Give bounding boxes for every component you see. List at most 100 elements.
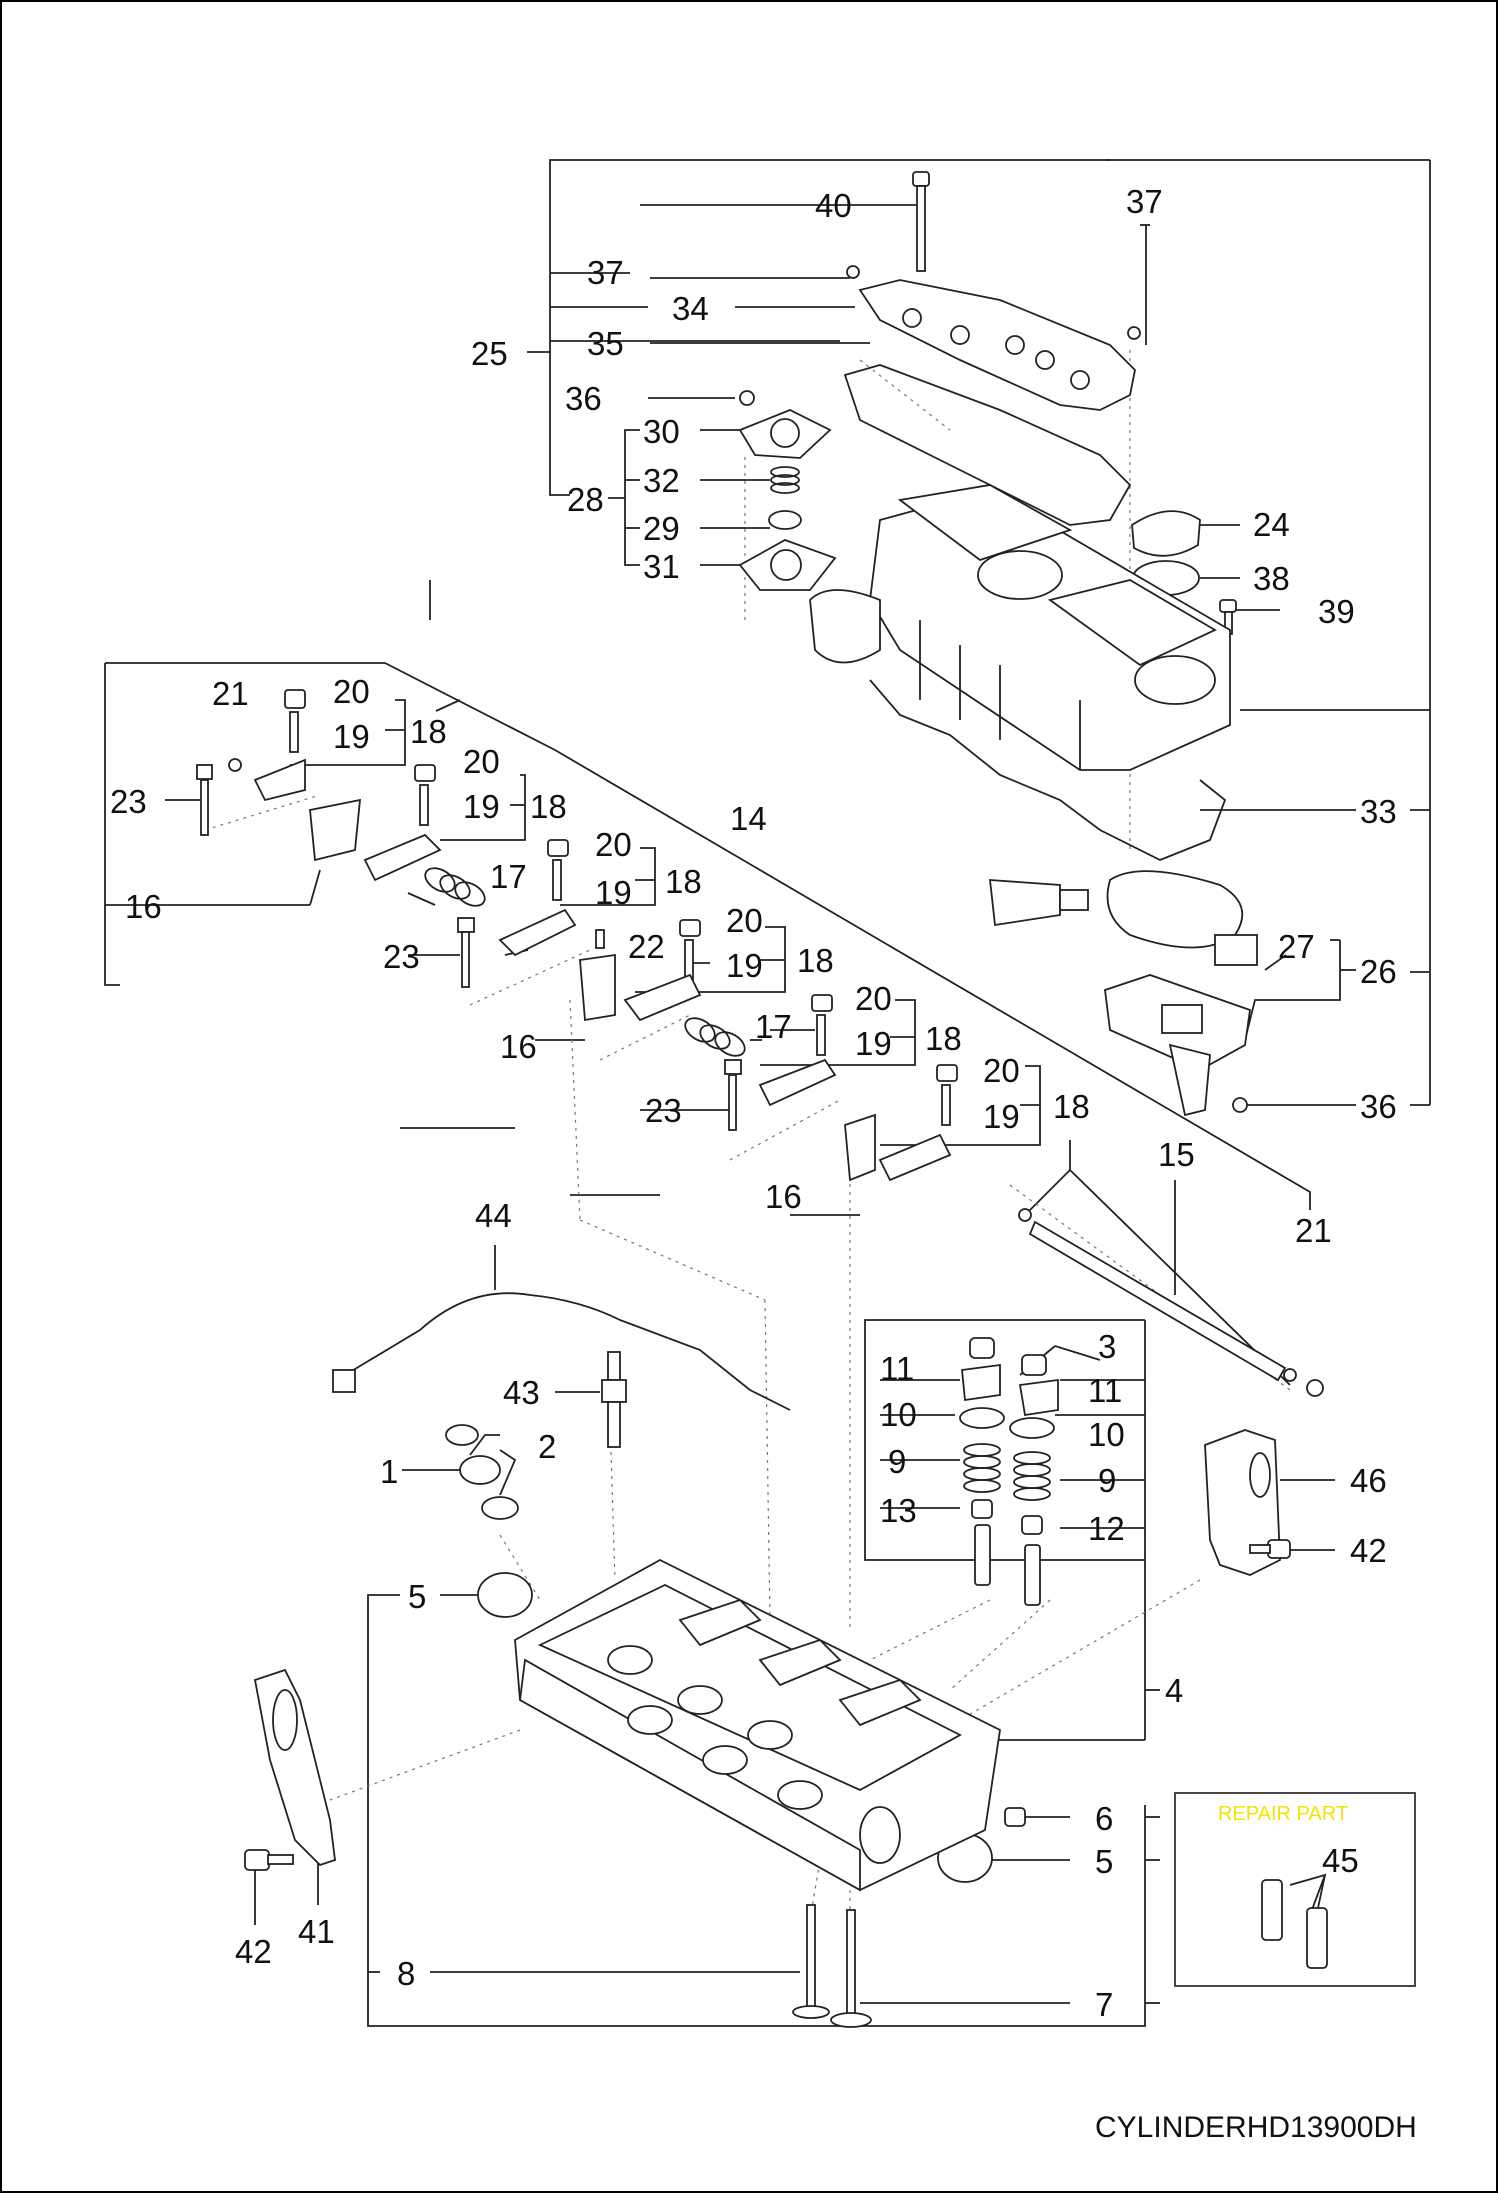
valves bbox=[792, 1904, 872, 2028]
callout-42a: 42 bbox=[1350, 1532, 1387, 1569]
callout-19a: 19 bbox=[333, 718, 370, 755]
valve-guide-45a bbox=[1261, 1879, 1283, 1941]
sealant-tube bbox=[988, 879, 1061, 927]
callout-43: 43 bbox=[503, 1374, 540, 1411]
breather-tube bbox=[1168, 1043, 1211, 1117]
callout-19d: 19 bbox=[726, 947, 763, 984]
sealant-cap bbox=[1059, 889, 1089, 911]
callout-8: 8 bbox=[397, 1955, 415, 1992]
filter-27 bbox=[1214, 934, 1258, 966]
bracket-46-slot bbox=[1249, 1452, 1271, 1498]
callout-9b: 9 bbox=[1098, 1462, 1116, 1499]
callout-45: 45 bbox=[1322, 1842, 1359, 1879]
callout-29: 29 bbox=[643, 510, 680, 547]
cover-plate-34 bbox=[858, 279, 1136, 411]
cylinder-head bbox=[514, 1558, 1001, 1892]
callout-21b: 21 bbox=[1295, 1212, 1332, 1249]
valve-guide-45b bbox=[1306, 1907, 1328, 1969]
glow-plug-43 bbox=[601, 1351, 627, 1448]
callout-17a: 17 bbox=[490, 858, 527, 895]
callout-23b: 23 bbox=[383, 938, 420, 975]
callout-36b: 36 bbox=[1360, 1088, 1397, 1125]
callout-6: 6 bbox=[1095, 1800, 1113, 1837]
callout-14: 14 bbox=[730, 800, 767, 837]
callout-11b: 11 bbox=[1088, 1372, 1122, 1409]
callout-18e: 18 bbox=[925, 1020, 962, 1057]
callout-20f: 20 bbox=[983, 1052, 1020, 1089]
callout-39: 39 bbox=[1318, 593, 1355, 630]
figure-code: CYLINDERHD13900DH bbox=[1095, 2111, 1417, 2144]
callout-16a: 16 bbox=[125, 888, 162, 925]
callout-30: 30 bbox=[643, 413, 680, 450]
callout-18a: 18 bbox=[410, 713, 447, 750]
callout-37b: 37 bbox=[587, 254, 624, 291]
gasket-35 bbox=[843, 364, 1132, 526]
bolt-42b bbox=[244, 1849, 294, 1871]
callout-16b: 16 bbox=[500, 1028, 537, 1065]
washer-2b bbox=[481, 1496, 519, 1520]
callout-46: 46 bbox=[1350, 1462, 1387, 1499]
callout-28: 28 bbox=[567, 481, 604, 518]
callout-20c: 20 bbox=[595, 826, 632, 863]
repair-part-box bbox=[1174, 1792, 1416, 1987]
callout-44: 44 bbox=[475, 1197, 512, 1234]
rocker-parts bbox=[196, 689, 1324, 1397]
callout-36a: 36 bbox=[565, 380, 602, 417]
callout-41: 41 bbox=[298, 1913, 335, 1950]
callout-5a: 5 bbox=[408, 1578, 426, 1615]
callout-10a: 10 bbox=[880, 1396, 917, 1433]
callout-19b: 19 bbox=[463, 788, 500, 825]
callout-9a: 9 bbox=[888, 1443, 906, 1480]
plug-6 bbox=[1004, 1807, 1026, 1827]
callout-19e: 19 bbox=[855, 1025, 892, 1062]
callout-23a: 23 bbox=[110, 783, 147, 820]
diaphragm-29 bbox=[768, 510, 802, 530]
bracket-41-slot bbox=[272, 1689, 298, 1751]
callouts: 40 37 37 34 25 35 36 30 32 28 29 31 24 3… bbox=[110, 183, 1397, 2023]
callout-20a: 20 bbox=[333, 673, 370, 710]
screw-36b bbox=[1232, 1097, 1248, 1113]
callout-24: 24 bbox=[1253, 506, 1290, 543]
callout-12: 12 bbox=[1088, 1510, 1125, 1547]
callout-19c: 19 bbox=[595, 874, 632, 911]
callout-1: 1 bbox=[380, 1453, 398, 1490]
callout-18c: 18 bbox=[665, 863, 702, 900]
callout-20d: 20 bbox=[726, 902, 763, 939]
callout-33: 33 bbox=[1360, 793, 1397, 830]
cover-holes bbox=[902, 308, 1090, 390]
callout-3: 3 bbox=[1098, 1328, 1116, 1365]
callout-22: 22 bbox=[628, 928, 665, 965]
screw-37a bbox=[846, 265, 860, 279]
callout-32: 32 bbox=[643, 462, 680, 499]
callout-31: 31 bbox=[643, 548, 680, 585]
callout-7: 7 bbox=[1095, 1986, 1113, 2023]
callout-5b: 5 bbox=[1095, 1843, 1113, 1880]
callout-10b: 10 bbox=[1088, 1416, 1125, 1453]
callout-20e: 20 bbox=[855, 980, 892, 1017]
valve-parts bbox=[959, 1337, 1059, 1606]
washer-2a bbox=[445, 1424, 479, 1446]
screw-37b bbox=[1127, 326, 1141, 340]
callout-18f: 18 bbox=[1053, 1088, 1090, 1125]
callout-23c: 23 bbox=[645, 1092, 682, 1129]
base-31-hole bbox=[770, 549, 802, 581]
callout-17b: 17 bbox=[755, 1008, 792, 1045]
callout-20b: 20 bbox=[463, 743, 500, 780]
callout-27: 27 bbox=[1278, 928, 1315, 965]
callout-18d: 18 bbox=[797, 942, 834, 979]
callout-26: 26 bbox=[1360, 953, 1397, 990]
rocker-cover-33 bbox=[809, 484, 1231, 771]
callout-35: 35 bbox=[587, 325, 624, 362]
connector-44 bbox=[332, 1369, 356, 1393]
callout-2: 2 bbox=[538, 1428, 556, 1465]
plug-5a bbox=[477, 1572, 533, 1618]
bolt-40 bbox=[912, 171, 930, 272]
callout-38: 38 bbox=[1253, 560, 1290, 597]
gasket-33 bbox=[869, 679, 1227, 861]
callout-37a: 37 bbox=[1126, 183, 1163, 220]
callout-34: 34 bbox=[672, 290, 709, 327]
callout-19f: 19 bbox=[983, 1098, 1020, 1135]
spring-32 bbox=[770, 466, 800, 494]
